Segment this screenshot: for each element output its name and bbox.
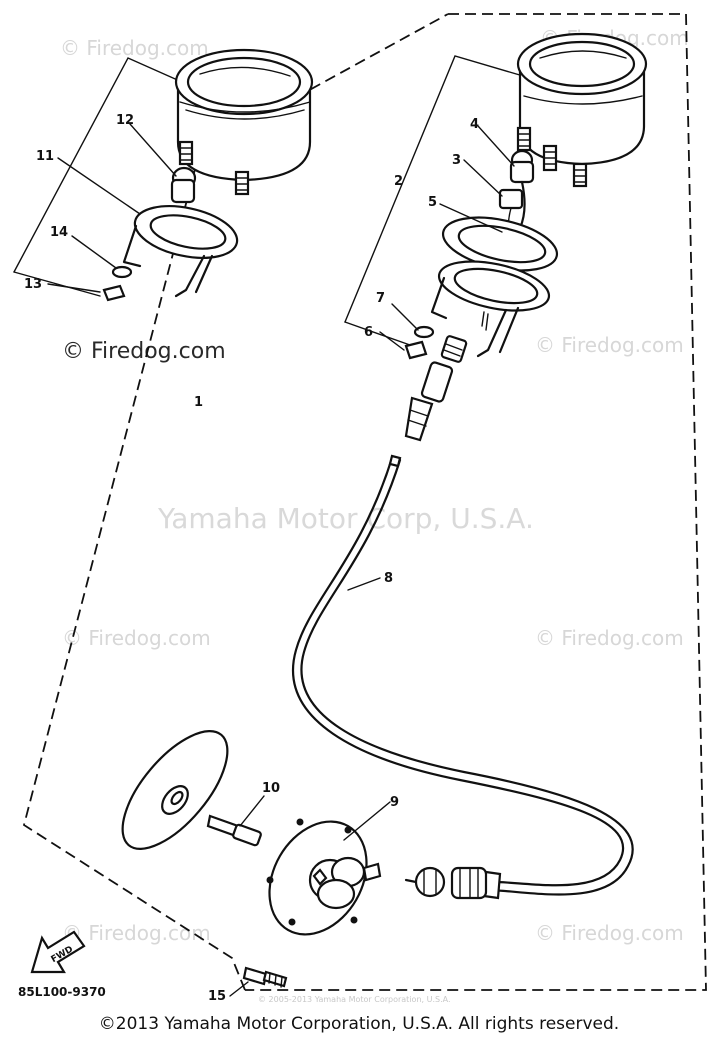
watermark-center: Yamaha Motor Corp, U.S.A. — [157, 502, 534, 535]
watermark-firedog: © Firedog.com — [535, 626, 684, 650]
left-gauge — [174, 48, 314, 196]
screw — [242, 966, 288, 988]
drive-disc — [121, 730, 229, 850]
right-group-bracket — [344, 55, 531, 346]
left-nut — [102, 284, 126, 302]
right-nut — [404, 340, 428, 360]
callout-1: 1 — [194, 395, 203, 410]
left-bulb — [170, 166, 197, 204]
callout-14: 14 — [50, 225, 68, 240]
callout-5: 5 — [428, 195, 437, 210]
drive-pin — [206, 814, 262, 847]
cable-upper-fitting — [404, 335, 468, 442]
watermark-firedog: © Firedog.com — [62, 339, 226, 364]
watermark-firedog: © Firedog.com — [535, 333, 684, 357]
right-washer — [413, 325, 435, 339]
left-washer — [111, 265, 133, 279]
callout-13: 13 — [24, 277, 42, 292]
callouts: 1 2 3 4 5 6 7 8 9 10 11 12 13 14 15 — [24, 113, 479, 1004]
right-bracket — [430, 216, 559, 358]
watermark-tiny: © 2005-2013 Yamaha Motor Corporation, U.… — [258, 995, 451, 1004]
callout-4: 4 — [470, 117, 479, 132]
watermarks: © Firedog.com © Firedog.com © Firedog.co… — [60, 26, 689, 1004]
callout-15: 15 — [208, 989, 226, 1004]
copyright-notice: ©2013 Yamaha Motor Corporation, U.S.A. A… — [98, 1014, 620, 1034]
callout-11: 11 — [36, 149, 54, 164]
right-gauge — [516, 32, 648, 188]
callout-7: 7 — [376, 291, 385, 306]
watermark-firedog: © Firedog.com — [62, 626, 211, 650]
gear-unit — [266, 818, 382, 936]
leader-lines — [47, 123, 515, 997]
cable-lower-fitting — [404, 866, 502, 900]
callout-10: 10 — [262, 781, 280, 796]
fwd-arrow: FWD — [30, 930, 86, 974]
callout-9: 9 — [390, 795, 399, 810]
callout-2: 2 — [394, 174, 403, 189]
callout-6: 6 — [364, 325, 373, 340]
speedometer-cable — [292, 454, 634, 896]
watermark-firedog: © Firedog.com — [535, 921, 684, 945]
left-bracket — [122, 205, 239, 298]
watermark-firedog: © Firedog.com — [60, 36, 209, 60]
callout-12: 12 — [116, 113, 134, 128]
watermark-firedog: © Firedog.com — [62, 921, 211, 945]
callout-8: 8 — [384, 571, 393, 586]
callout-3: 3 — [452, 153, 461, 168]
part-code: 85L100-9370 — [18, 985, 106, 999]
